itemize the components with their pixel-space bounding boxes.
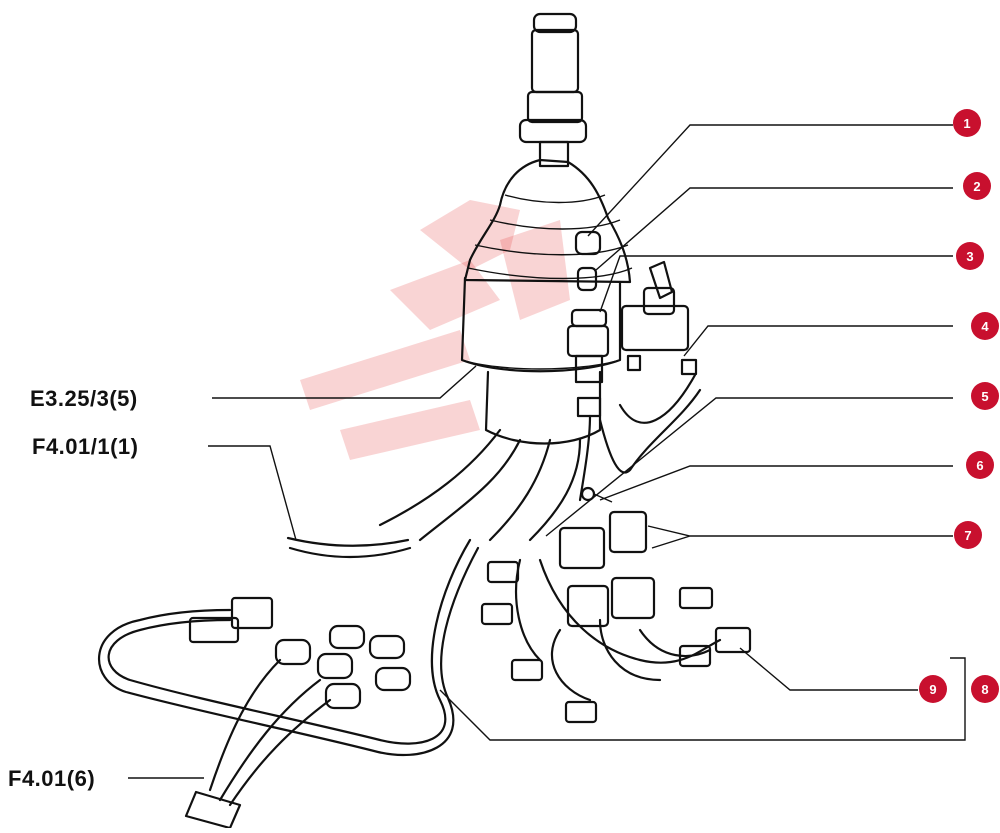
toggle-switch: [620, 260, 698, 376]
leader-f401-1: [208, 445, 297, 541]
reference-f401-1: F4.01/1(1): [32, 434, 139, 459]
leader-7: [647, 525, 953, 549]
leader-3: [599, 255, 953, 313]
connector: [230, 596, 274, 630]
callout-9-label: 9: [929, 682, 936, 697]
watermark-logo: [300, 200, 570, 460]
callout-5[interactable]: 5: [971, 382, 999, 410]
callout-4[interactable]: 4: [971, 312, 999, 340]
callout-2[interactable]: 2: [963, 172, 991, 200]
push-cap: [574, 230, 602, 256]
leader-6: [599, 465, 953, 501]
callout-6[interactable]: 6: [966, 451, 994, 479]
callout-8[interactable]: 8: [971, 675, 999, 703]
leader-5: [545, 397, 953, 537]
push-button: [566, 308, 610, 418]
leader-lines: [128, 124, 966, 779]
callout-8-label: 8: [981, 682, 988, 697]
cable-harness: [98, 373, 752, 830]
callout-1[interactable]: 1: [953, 109, 981, 137]
leader-e325: [212, 365, 477, 399]
small-plug: [576, 266, 598, 292]
connector: [188, 616, 240, 644]
callout-3[interactable]: 3: [956, 242, 984, 270]
cap-parts: [574, 230, 602, 292]
leader-9: [739, 647, 918, 691]
leader-2: [595, 187, 953, 271]
callout-3-label: 3: [966, 249, 973, 264]
reference-f401-6: F4.01(6): [8, 766, 95, 791]
callout-5-label: 5: [981, 389, 988, 404]
leader-4: [683, 325, 953, 357]
callout-1-label: 1: [963, 116, 970, 131]
leader-1: [587, 124, 953, 237]
callout-7-label: 7: [964, 528, 971, 543]
callout-4-label: 4: [981, 319, 989, 334]
rubber-boot: [463, 158, 633, 284]
reference-e325: E3.25/3(5): [30, 386, 138, 411]
callout-9[interactable]: 9: [919, 675, 947, 703]
relays: [558, 510, 656, 628]
joystick-base: [460, 276, 622, 445]
leader-8: [439, 657, 966, 741]
callout-6-label: 6: [976, 458, 983, 473]
callout-2-label: 2: [973, 179, 980, 194]
callout-7[interactable]: 7: [954, 521, 982, 549]
joystick-handle: [518, 12, 588, 168]
